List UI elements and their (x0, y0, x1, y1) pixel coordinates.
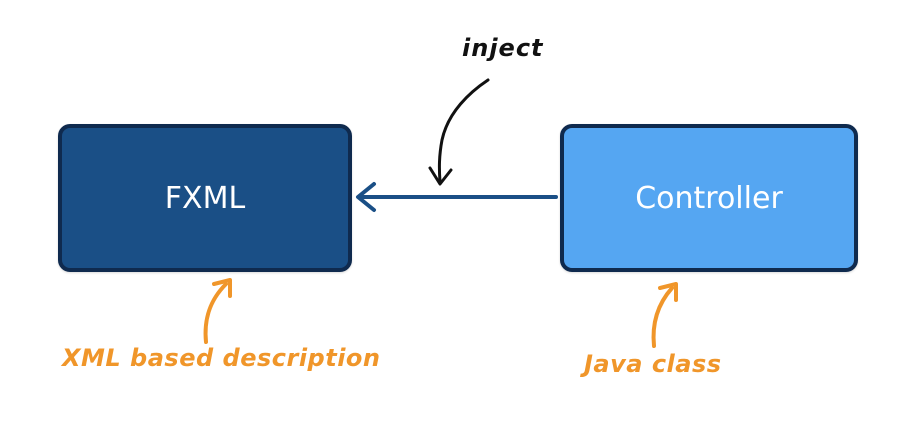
controller-node-label: Controller (635, 180, 783, 216)
curved-arrow-up-head-controller (658, 282, 678, 302)
controller-annotation: Java class (584, 350, 722, 378)
arrow-left-icon (356, 182, 376, 212)
inject-edge-label: inject (462, 34, 544, 62)
controller-node: Controller (560, 124, 858, 272)
curved-arrow-up-icon (203, 282, 228, 344)
curved-arrow-down-head (428, 166, 453, 186)
fxml-node: FXML (58, 124, 352, 272)
fxml-node-label: FXML (164, 180, 246, 216)
curved-arrow-up-icon-controller (651, 286, 674, 348)
curved-arrow-down-icon (437, 78, 490, 184)
curved-arrow-up-head-fxml (212, 278, 232, 298)
fxml-annotation: XML based description (62, 344, 381, 372)
